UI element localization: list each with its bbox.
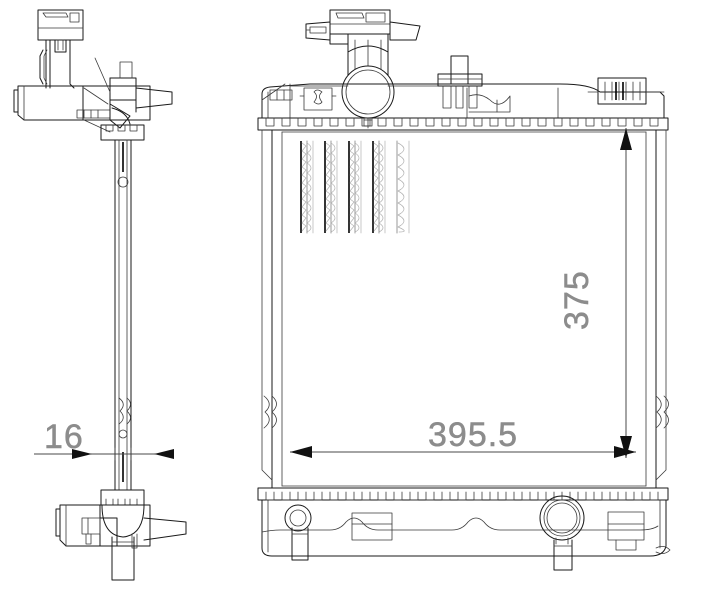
upper-tank-crimp-strip <box>257 117 669 131</box>
front-view-group: 395.5 375 <box>257 9 671 571</box>
side-profile-core <box>114 139 132 491</box>
dimension-core-thickness: 16 <box>34 418 174 461</box>
lower-tank <box>261 495 671 571</box>
dimension-395-5-label: 395.5 <box>428 416 518 454</box>
side-outlet-port <box>55 504 187 581</box>
filler-neck-cap <box>305 9 421 129</box>
core-frame <box>261 129 669 489</box>
side-core-collar-top <box>100 124 145 141</box>
dimension-375-label: 375 <box>558 270 596 330</box>
dimension-core-width: 395.5 <box>290 416 636 458</box>
side-core-collar-bottom <box>100 489 145 506</box>
lower-tank-crimp-strip <box>257 487 669 501</box>
core-fins <box>300 140 410 234</box>
dimension-16-label: 16 <box>44 418 84 456</box>
dimension-core-height: 375 <box>558 128 632 458</box>
side-view-group: 16 <box>13 9 187 581</box>
side-inlet-port <box>37 9 84 89</box>
side-tank-body <box>13 57 173 133</box>
upper-tank <box>261 55 665 119</box>
